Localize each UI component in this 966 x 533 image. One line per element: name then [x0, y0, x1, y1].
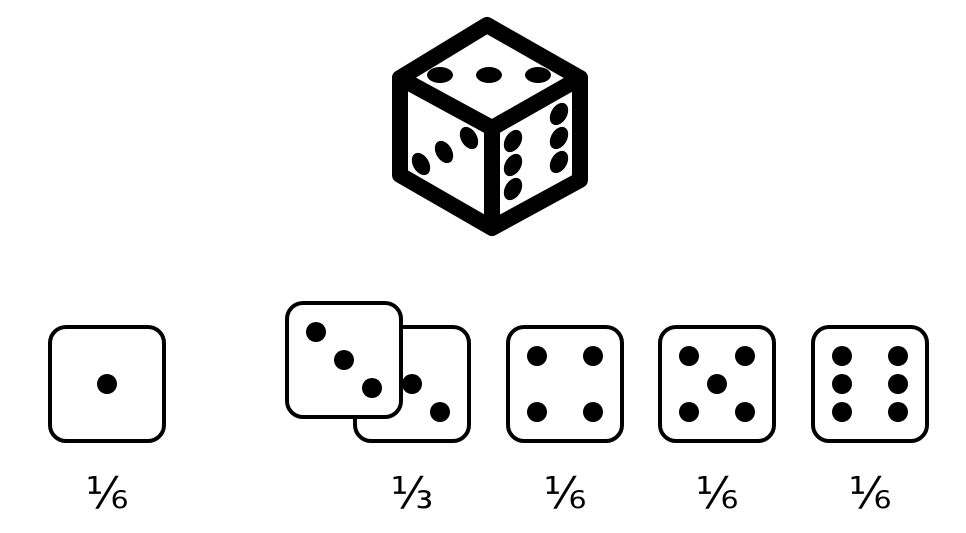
pip — [888, 374, 908, 394]
pip — [306, 322, 326, 342]
pip — [434, 140, 454, 164]
die-face-six-icon — [811, 325, 929, 443]
pip — [549, 102, 569, 126]
pip — [527, 346, 547, 366]
pip — [503, 153, 523, 177]
pip — [97, 374, 117, 394]
pip — [679, 402, 699, 422]
die-face-outline — [506, 325, 624, 443]
pip — [832, 402, 852, 422]
pip — [503, 129, 523, 153]
pip — [525, 67, 551, 83]
pip — [402, 374, 422, 394]
die-face-three-icon — [285, 301, 403, 419]
probability-label-four: ⅙ — [543, 468, 587, 519]
pip — [679, 346, 699, 366]
die-face-one-icon — [48, 325, 166, 443]
pip — [527, 402, 547, 422]
die-face-four-icon — [506, 325, 624, 443]
pip — [888, 402, 908, 422]
die-face-outline — [811, 325, 929, 443]
pip — [832, 374, 852, 394]
probability-label-one: ⅙ — [85, 468, 129, 519]
pip — [583, 402, 603, 422]
probability-label-five: ⅙ — [695, 468, 739, 519]
pip — [427, 67, 453, 83]
pip — [888, 346, 908, 366]
pip — [707, 374, 727, 394]
pip — [735, 346, 755, 366]
probability-label-two-three: ⅓ — [390, 468, 434, 519]
pip — [430, 402, 450, 422]
pip — [459, 126, 479, 150]
isometric-die-icon — [392, 17, 588, 236]
pip — [334, 350, 354, 370]
pip — [549, 126, 569, 150]
pip — [549, 150, 569, 174]
pip — [411, 152, 431, 176]
pip — [583, 346, 603, 366]
pip — [476, 67, 502, 83]
die-face-five-icon — [658, 325, 776, 443]
pip — [503, 177, 523, 201]
pip — [362, 378, 382, 398]
probability-label-six: ⅙ — [848, 468, 892, 519]
pip — [735, 402, 755, 422]
pip — [832, 346, 852, 366]
